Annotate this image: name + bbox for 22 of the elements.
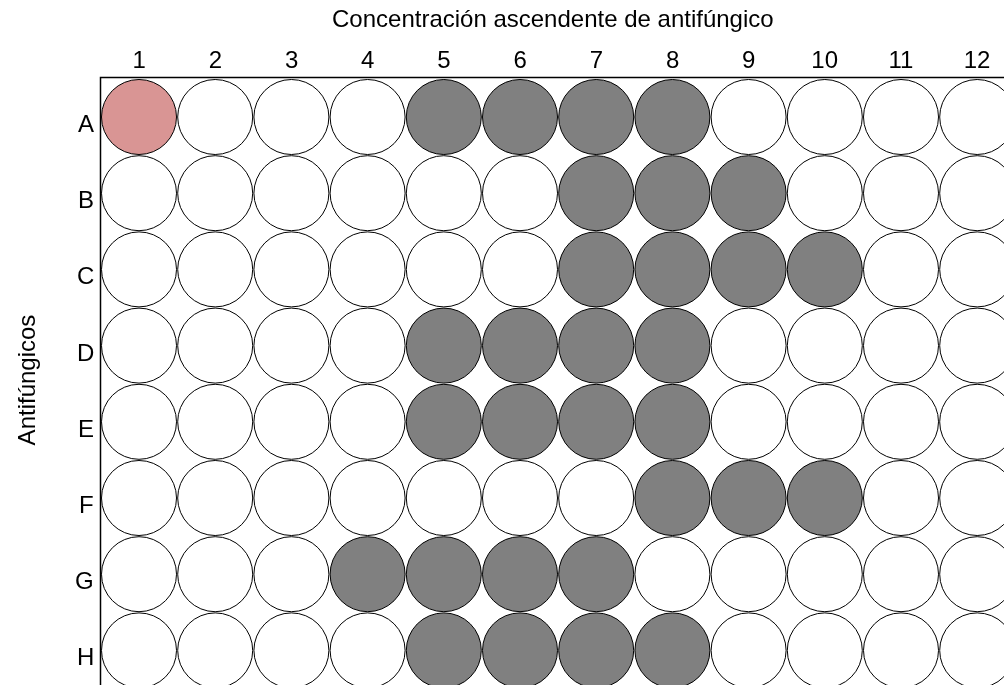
column-number: 8 xyxy=(665,48,680,72)
column-number: 12 xyxy=(963,48,991,72)
row-letter: F xyxy=(79,493,94,517)
axis-title: Concentración ascendente de antifúngico xyxy=(332,7,774,31)
column-number: 11 xyxy=(888,48,914,72)
axis-title: Antifúngicos xyxy=(14,314,39,446)
column-number: 10 xyxy=(811,48,838,72)
column-number: 9 xyxy=(742,48,756,72)
column-number: 2 xyxy=(208,48,223,72)
row-letter: H xyxy=(77,645,95,670)
row-letter: D xyxy=(77,340,95,365)
column-number: 1 xyxy=(132,48,146,72)
row-letter: E xyxy=(78,416,94,441)
column-number: 7 xyxy=(589,48,604,72)
column-number: 5 xyxy=(437,48,451,72)
column-number: 4 xyxy=(361,48,375,72)
column-number: 6 xyxy=(513,48,527,72)
row-letter: G xyxy=(75,569,94,594)
row-letter: B xyxy=(78,188,94,213)
column-number: 3 xyxy=(284,48,299,72)
row-letter: C xyxy=(77,264,95,289)
row-letter: A xyxy=(78,112,94,136)
